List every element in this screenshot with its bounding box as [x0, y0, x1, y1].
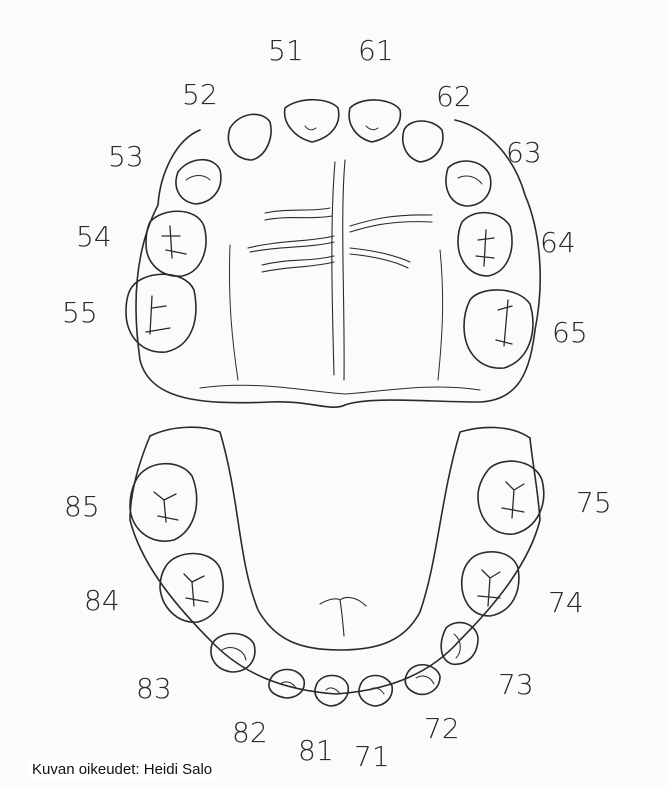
label-85: 85: [64, 490, 100, 523]
label-75: 75: [576, 486, 612, 519]
label-71: 71: [354, 740, 390, 773]
tooth-51: [285, 100, 339, 142]
label-61: 61: [358, 34, 394, 67]
label-72: 72: [424, 712, 460, 745]
label-62: 62: [436, 80, 472, 113]
label-74: 74: [548, 586, 584, 619]
lower-arch-outline: [150, 427, 530, 650]
tooth-52: [228, 114, 271, 160]
image-credit: Kuvan oikeudet: Heidi Salo: [28, 760, 216, 779]
tooth-61-mark: [366, 126, 378, 130]
label-51: 51: [268, 34, 304, 67]
tooth-63: [446, 161, 491, 206]
tooth-54-mark: [162, 226, 186, 258]
tooth-72: [405, 665, 440, 695]
tooth-72-mark: [416, 676, 434, 684]
tooth-84: [160, 554, 223, 623]
tooth-61: [349, 100, 400, 142]
label-83: 83: [136, 672, 172, 705]
upper-arch-outline: [136, 120, 540, 407]
tooth-82: [269, 670, 304, 699]
label-82: 82: [232, 716, 268, 749]
label-54: 54: [76, 220, 112, 253]
label-84: 84: [84, 584, 120, 617]
tooth-83: [211, 634, 255, 673]
label-52: 52: [182, 78, 218, 111]
tooth-85-mark: [154, 492, 178, 522]
tooth-81: [315, 676, 348, 707]
tooth-84-mark: [184, 574, 208, 606]
tooth-53-mark: [186, 176, 210, 181]
label-53: 53: [108, 140, 144, 173]
palate-lines: [248, 160, 432, 380]
tooth-65-mark: [496, 300, 512, 346]
label-64: 64: [540, 226, 576, 259]
tooth-numbers: 51 52 53 54 55 61 62 63 64 65 71 72 73 7…: [62, 34, 612, 773]
label-63: 63: [506, 136, 542, 169]
lower-jaw: [130, 427, 544, 706]
tooth-53: [176, 160, 221, 204]
tooth-75-mark: [502, 482, 524, 518]
label-65: 65: [552, 316, 588, 349]
tooth-85: [130, 464, 197, 542]
tooth-62: [403, 121, 443, 162]
upper-ridge-lines: [200, 245, 480, 394]
tooth-71-mark: [370, 688, 384, 694]
tooth-55-mark: [146, 296, 170, 334]
tooth-65: [464, 290, 533, 368]
tooth-51-mark: [305, 126, 316, 130]
tooth-63-mark: [458, 176, 482, 184]
tooth-64-mark: [476, 230, 494, 266]
tooth-54: [146, 211, 206, 276]
label-73: 73: [498, 668, 534, 701]
upper-jaw: [126, 100, 540, 407]
label-81: 81: [298, 734, 334, 767]
label-55: 55: [62, 296, 98, 329]
tongue-line: [320, 598, 366, 636]
